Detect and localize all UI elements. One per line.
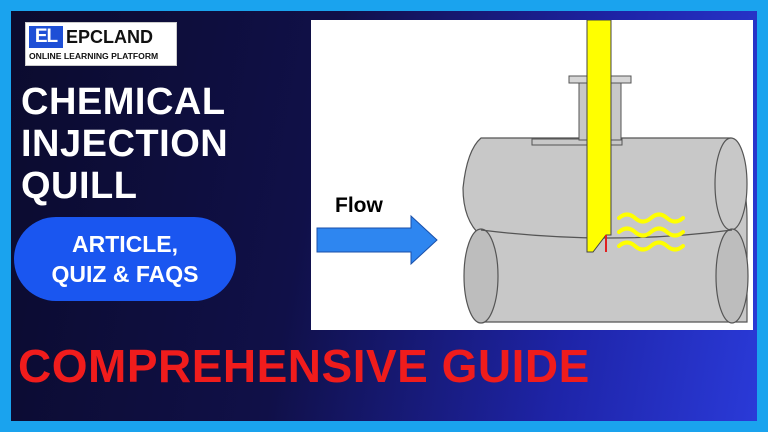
flow-label: Flow <box>335 194 383 217</box>
logo-tagline: ONLINE LEARNING PLATFORM <box>29 51 159 61</box>
logo-name: EPCLAND <box>66 27 154 47</box>
page-title: CHEMICAL INJECTION QUILL <box>21 81 228 207</box>
logo-badge: EL <box>29 26 63 48</box>
article-quiz-faqs-badge[interactable]: ARTICLE, QUIZ & FAQS <box>14 217 236 301</box>
injection-quill <box>586 19 612 253</box>
flow-arrow-icon <box>316 214 438 266</box>
quill-diagram-panel: Flow <box>311 19 753 330</box>
nozzle <box>531 75 632 146</box>
brand-logo[interactable]: EL EPCLAND ONLINE LEARNING PLATFORM <box>25 22 177 66</box>
chemical-dispersion-icon <box>617 212 685 252</box>
quill-diagram: Flow <box>316 19 749 324</box>
badge-line-1: ARTICLE, <box>71 231 179 257</box>
headline: COMPREHENSIVE GUIDE <box>18 340 590 392</box>
title-line-3: QUILL <box>21 165 138 207</box>
title-line-1: CHEMICAL <box>21 81 226 123</box>
badge-line-2: QUIZ & FAQS <box>51 261 199 287</box>
title-line-2: INJECTION <box>21 123 229 165</box>
